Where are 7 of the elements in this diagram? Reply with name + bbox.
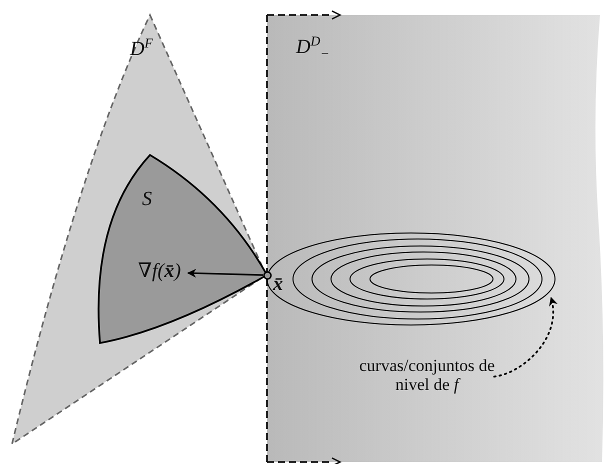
set-label: S: [142, 188, 152, 210]
region-label: D$^{F}$: [130, 38, 153, 60]
arrow: [187, 268, 264, 278]
leader-line: [493, 296, 558, 378]
point-label: x̄: [273, 273, 283, 295]
annotation-text: curvas/conjuntos de nivel de f: [358, 357, 496, 394]
gradient-label: ∇f(x̄): [138, 260, 181, 282]
